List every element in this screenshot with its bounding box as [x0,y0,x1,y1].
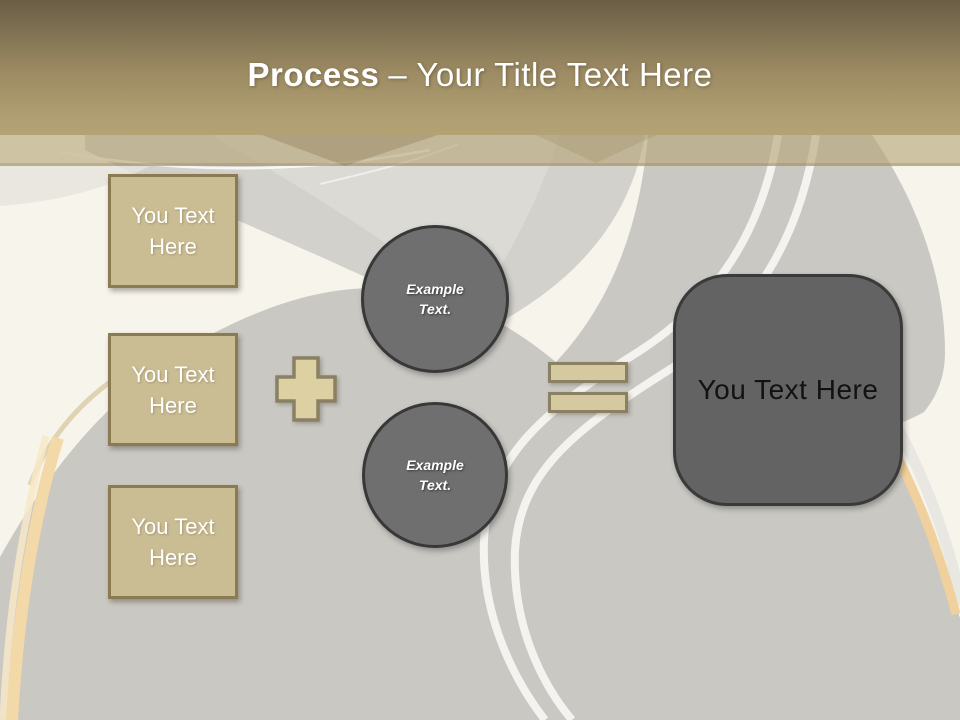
road-stripe-left-light [0,435,50,720]
tan-overlay-band [0,135,960,166]
band-dark-wedge-2 [536,135,656,163]
road-stripe-left [6,436,64,720]
slide-title: Process– Your Title Text Here [247,44,712,91]
input-box-2-label[interactable]: You Text Here [131,361,215,418]
input-box-2[interactable]: You Text Here [108,333,238,446]
input-box-1[interactable]: You Text Here [108,174,238,288]
band-bottom-edge [0,163,960,166]
equals-icon[interactable] [548,362,628,413]
equals-top-bar [548,362,628,383]
result-box[interactable]: You Text Here [673,274,903,506]
header-band: Process– Your Title Text Here [0,0,960,135]
title-bold-text: Process [247,56,380,93]
equals-bottom-bar [548,392,628,413]
input-box-3[interactable]: You Text Here [108,485,238,599]
band-dark-wedge-1 [262,135,438,166]
result-box-label[interactable]: You Text Here [697,374,879,405]
example-circle-1-label[interactable]: Example Text. [406,281,464,317]
lane-line-2 [510,134,820,720]
guardrail-right [888,417,960,607]
example-circle-1[interactable]: Example Text. [361,225,509,373]
plus-icon[interactable] [272,352,340,424]
title-subtitle-text: – Your Title Text Here [388,56,713,93]
input-box-1-label[interactable]: You Text Here [131,203,215,259]
example-circle-2[interactable]: Example Text. [362,402,508,548]
lane-line-1 [479,134,782,720]
example-circle-2-label[interactable]: Example Text. [406,457,464,493]
input-box-3-label[interactable]: You Text Here [131,514,215,570]
plus-icon-shape [275,356,337,422]
